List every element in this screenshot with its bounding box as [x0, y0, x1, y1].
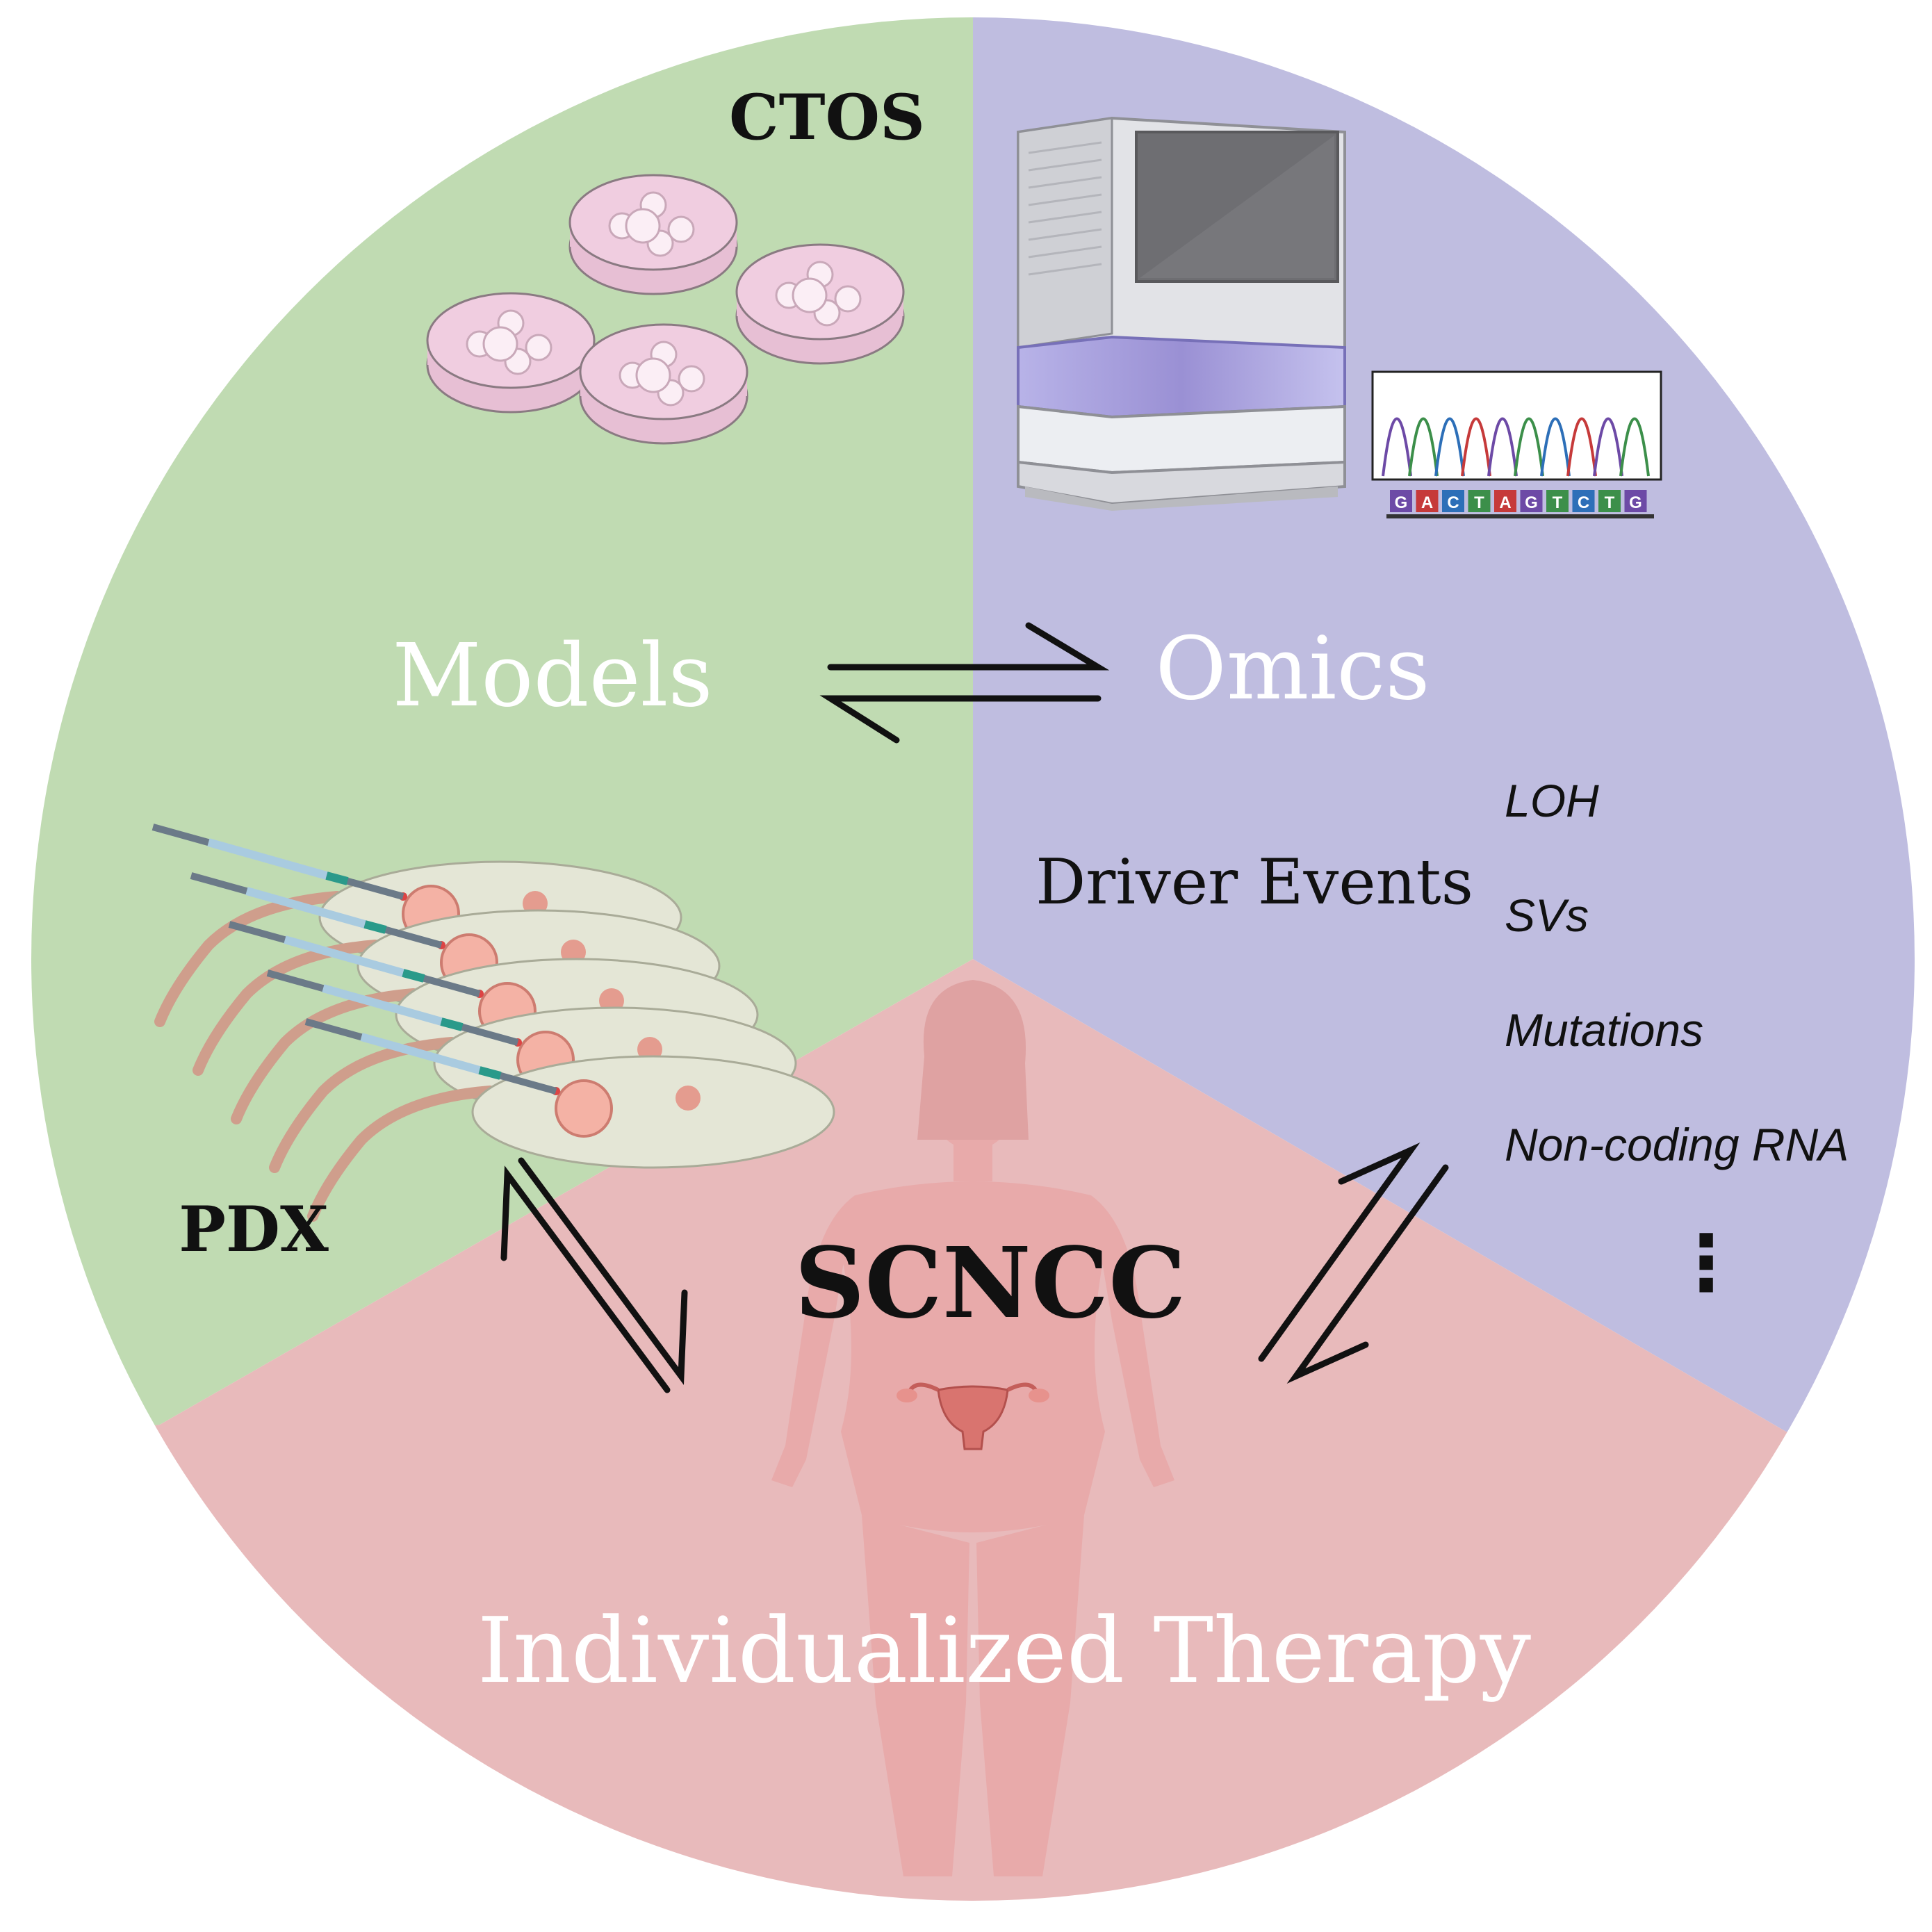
- sequence-base: [1572, 490, 1595, 512]
- syringe-icon: [190, 872, 443, 949]
- pdx-label: PDX: [179, 1193, 329, 1266]
- sequence-base: [1494, 490, 1516, 512]
- syringe-icon: [266, 969, 519, 1046]
- sequence-base: [1442, 490, 1464, 512]
- sequence-base: [1520, 490, 1543, 512]
- syringe-icon: [152, 824, 404, 900]
- petri-dish: [568, 174, 738, 295]
- syringe-icon: [304, 1018, 557, 1095]
- petri-dish: [579, 323, 748, 445]
- sequence-letter: C: [1447, 493, 1459, 512]
- sequence-letter: T: [1474, 493, 1484, 512]
- sequence-letter: A: [1499, 493, 1511, 512]
- event-loh: LOH: [1505, 775, 1599, 826]
- petri-dish: [426, 292, 596, 414]
- mouse-icon: [152, 824, 835, 1222]
- omics-therapy-arrows: [1258, 1143, 1449, 1384]
- omics-label: Omics: [1155, 619, 1430, 719]
- syringe-icon: [228, 921, 481, 997]
- uterus-icon: [897, 1382, 1049, 1450]
- models-omics-arrows: [819, 622, 1110, 744]
- human-body-icon: [771, 980, 1174, 1876]
- sequence-base: [1624, 490, 1647, 512]
- sequence-base: [1390, 490, 1412, 512]
- models-therapy-arrows: [500, 1157, 688, 1393]
- sequence-base: [1546, 490, 1569, 512]
- sequence-base: [1598, 490, 1621, 512]
- sequence-letter: G: [1629, 493, 1642, 512]
- sequence-letter: T: [1605, 493, 1615, 512]
- event-mutations: Mutations: [1505, 1004, 1703, 1056]
- sequence-letter: T: [1553, 493, 1563, 512]
- petri-dish-icon: [426, 174, 905, 445]
- sequencer-icon: [1017, 116, 1346, 511]
- event-noncoding-rna: Non-coding RNA: [1505, 1119, 1849, 1170]
- sequence-letter: A: [1421, 493, 1433, 512]
- sequence-letter: C: [1578, 493, 1589, 512]
- mouse: [307, 1055, 835, 1222]
- sequence-base: [1416, 490, 1439, 512]
- petri-dish: [735, 243, 905, 365]
- event-svs: SVs: [1505, 890, 1589, 941]
- therapy-label: Individualized Therapy: [477, 1598, 1532, 1703]
- ctos-label: CTOS: [729, 81, 925, 154]
- models-label: Models: [392, 625, 712, 726]
- sequence-letter: G: [1395, 493, 1408, 512]
- driver-events-label: Driver Events: [1035, 846, 1473, 919]
- sequence-base: [1468, 490, 1491, 512]
- center-label: SCNCC: [794, 1227, 1186, 1341]
- sequence-letter: G: [1525, 493, 1538, 512]
- events-ellipsis: ⋮: [1668, 1220, 1744, 1306]
